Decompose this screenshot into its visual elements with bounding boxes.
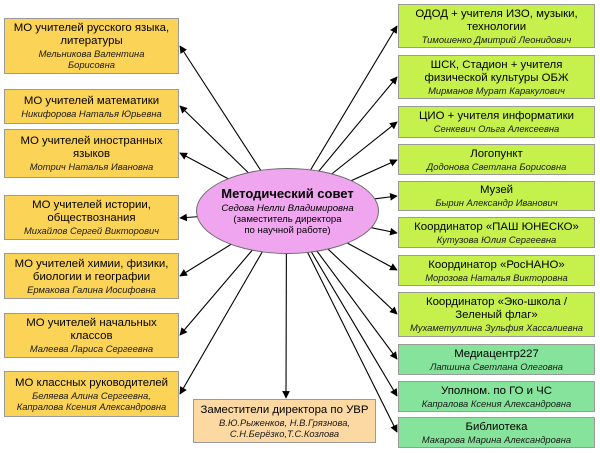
mo-science-box: МО учителей химии, физики, биологии и ге… xyxy=(4,253,179,299)
deputy-directors-person-1: В.Ю.Рыженков, Н.В.Грязнова, xyxy=(218,416,351,428)
mo-science-person: Ермакова Галина Иосифовна xyxy=(27,283,156,295)
mo-history-title-2: обществознания xyxy=(47,212,136,224)
cio-box: ЦИО + учителя информатики Сенкевич Ольга… xyxy=(398,106,595,138)
mediacenter-box: Медиацентр227 Лапшина Светлана Олеговна xyxy=(398,344,595,375)
rosnano-box: Координатор «РосНАНО» Морозова Наталья В… xyxy=(398,255,595,286)
library-box: Библиотека Макарова Марина Александровна xyxy=(398,417,595,448)
center-role-1: (заместитель директора xyxy=(233,214,342,225)
mo-russian-person-1: Мельникова Валентина xyxy=(38,48,145,59)
unesco-person: Кутузова Юлия Сергеевна xyxy=(436,233,557,245)
rosnano-title: Координатор «РосНАНО» xyxy=(428,258,565,271)
library-title: Библиотека xyxy=(465,420,528,433)
logopunkt-title: Логопункт xyxy=(470,147,523,160)
mo-foreign-title-1: МО учителей иностранных xyxy=(20,135,163,147)
eco-school-title-1: Координатор «Эко-школа / xyxy=(425,296,568,308)
methodical-council-node: Методический совет Седова Нелли Владимир… xyxy=(196,168,379,254)
rosnano-person: Морозова Наталья Викторовна xyxy=(425,271,568,283)
shsk-person: Мирманов Мурат Каракулович xyxy=(428,84,565,96)
mo-russian-title-1: МО учителей русского языка, xyxy=(13,22,170,34)
mo-class-teachers-person-1: Беляева Алина Сергеевна, xyxy=(32,389,151,401)
mo-class-teachers-person-2: Капралова Ксения Александровна xyxy=(16,400,167,412)
museum-person: Бырин Александр Иванович xyxy=(435,197,558,208)
museum-box: Музей Бырин Александр Иванович xyxy=(398,181,595,211)
mo-russian-title-2: литературы xyxy=(60,35,123,47)
mo-history-box: МО учителей истории, обществознания Миха… xyxy=(4,195,179,240)
mo-math-title: МО учителей математики xyxy=(23,94,160,107)
mo-foreign-box: МО учителей иностранных языков Мотрич На… xyxy=(4,129,179,178)
mo-primary-person: Малеева Лариса Сергеевна xyxy=(29,343,154,354)
mo-history-person: Михайлов Сергей Викторович xyxy=(23,225,160,236)
mo-class-teachers-box: МО классных руководителей Беляева Алина … xyxy=(4,371,179,417)
mediacenter-title: Медиацентр227 xyxy=(454,347,539,360)
museum-title: Музей xyxy=(479,184,514,196)
center-role-2: по научной работе) xyxy=(244,225,331,236)
mo-class-teachers-title: МО классных руководителей xyxy=(14,376,169,389)
deputy-directors-title: Заместители директора по УВР xyxy=(200,403,369,416)
mo-history-title-1: МО учителей истории, xyxy=(32,199,151,211)
center-title: Методический совет xyxy=(221,186,354,201)
mo-foreign-person: Мотрич Наталья Ивановна xyxy=(29,161,154,172)
unesco-box: Координатор «ПАШ ЮНЕСКО» Кутузова Юлия С… xyxy=(398,217,595,248)
odod-title-1: ОДОД + учителя ИЗО, музыки, xyxy=(415,7,578,20)
mo-primary-title-1: МО учителей начальных xyxy=(26,317,157,329)
mo-math-box: МО учителей математики Никифорова Наталь… xyxy=(4,89,179,124)
shsk-box: ШСК, Стадион + учителя физической культу… xyxy=(398,55,595,99)
mo-math-person: Никифорова Наталья Юрьевна xyxy=(21,107,162,119)
civil-defense-title: Уполном. по ГО и ЧС xyxy=(441,384,552,397)
logopunkt-person: Додонова Светлана Борисовна xyxy=(426,160,567,172)
deputy-directors-box: Заместители директора по УВР В.Ю.Рыженко… xyxy=(193,399,376,443)
unesco-title: Координатор «ПАШ ЮНЕСКО» xyxy=(414,220,579,233)
cio-title: ЦИО + учителя информатики xyxy=(418,110,574,122)
library-person: Макарова Марина Александровна xyxy=(421,433,572,445)
odod-person: Тимошенко Дмитрий Леонидович xyxy=(421,33,572,45)
civil-defense-box: Уполном. по ГО и ЧС Капралова Ксения Але… xyxy=(398,381,595,412)
mo-primary-box: МО учителей начальных классов Малеева Ла… xyxy=(4,313,179,358)
mo-primary-title-2: классов xyxy=(70,330,113,342)
mo-science-title-1: МО учителей химии, физики, xyxy=(14,257,169,270)
shsk-title-2: физической культуры ОБЖ xyxy=(424,71,569,84)
eco-school-title-2: Зеленый флаг» xyxy=(455,309,538,321)
deputy-directors-person-2: С.Н.Берёзко,Т.С.Козлова xyxy=(229,427,340,439)
mo-russian-person-2: Борисовна xyxy=(68,59,115,70)
mo-foreign-title-2: языков xyxy=(72,148,111,160)
mo-russian-box: МО учителей русского языка, литературы М… xyxy=(4,18,179,74)
cio-person: Сенкевич Ольга Алексеевна xyxy=(433,123,560,134)
shsk-title-1: ШСК, Стадион + учителя xyxy=(430,58,563,71)
center-person: Седова Нелли Владимировна xyxy=(221,203,354,214)
mo-science-title-2: биологии и географии xyxy=(32,270,151,283)
civil-defense-person: Капралова Ксения Александровна xyxy=(421,397,572,409)
odod-title-2: технологии xyxy=(466,20,527,33)
odod-box: ОДОД + учителя ИЗО, музыки, технологии Т… xyxy=(398,4,595,48)
logopunkt-box: Логопункт Додонова Светлана Борисовна xyxy=(398,144,595,175)
eco-school-box: Координатор «Эко-школа / Зеленый флаг» М… xyxy=(398,292,595,337)
eco-school-person: Мухаметуллина Зульфия Хассалиевна xyxy=(409,322,584,333)
mediacenter-person: Лапшина Светлана Олеговна xyxy=(429,360,563,372)
